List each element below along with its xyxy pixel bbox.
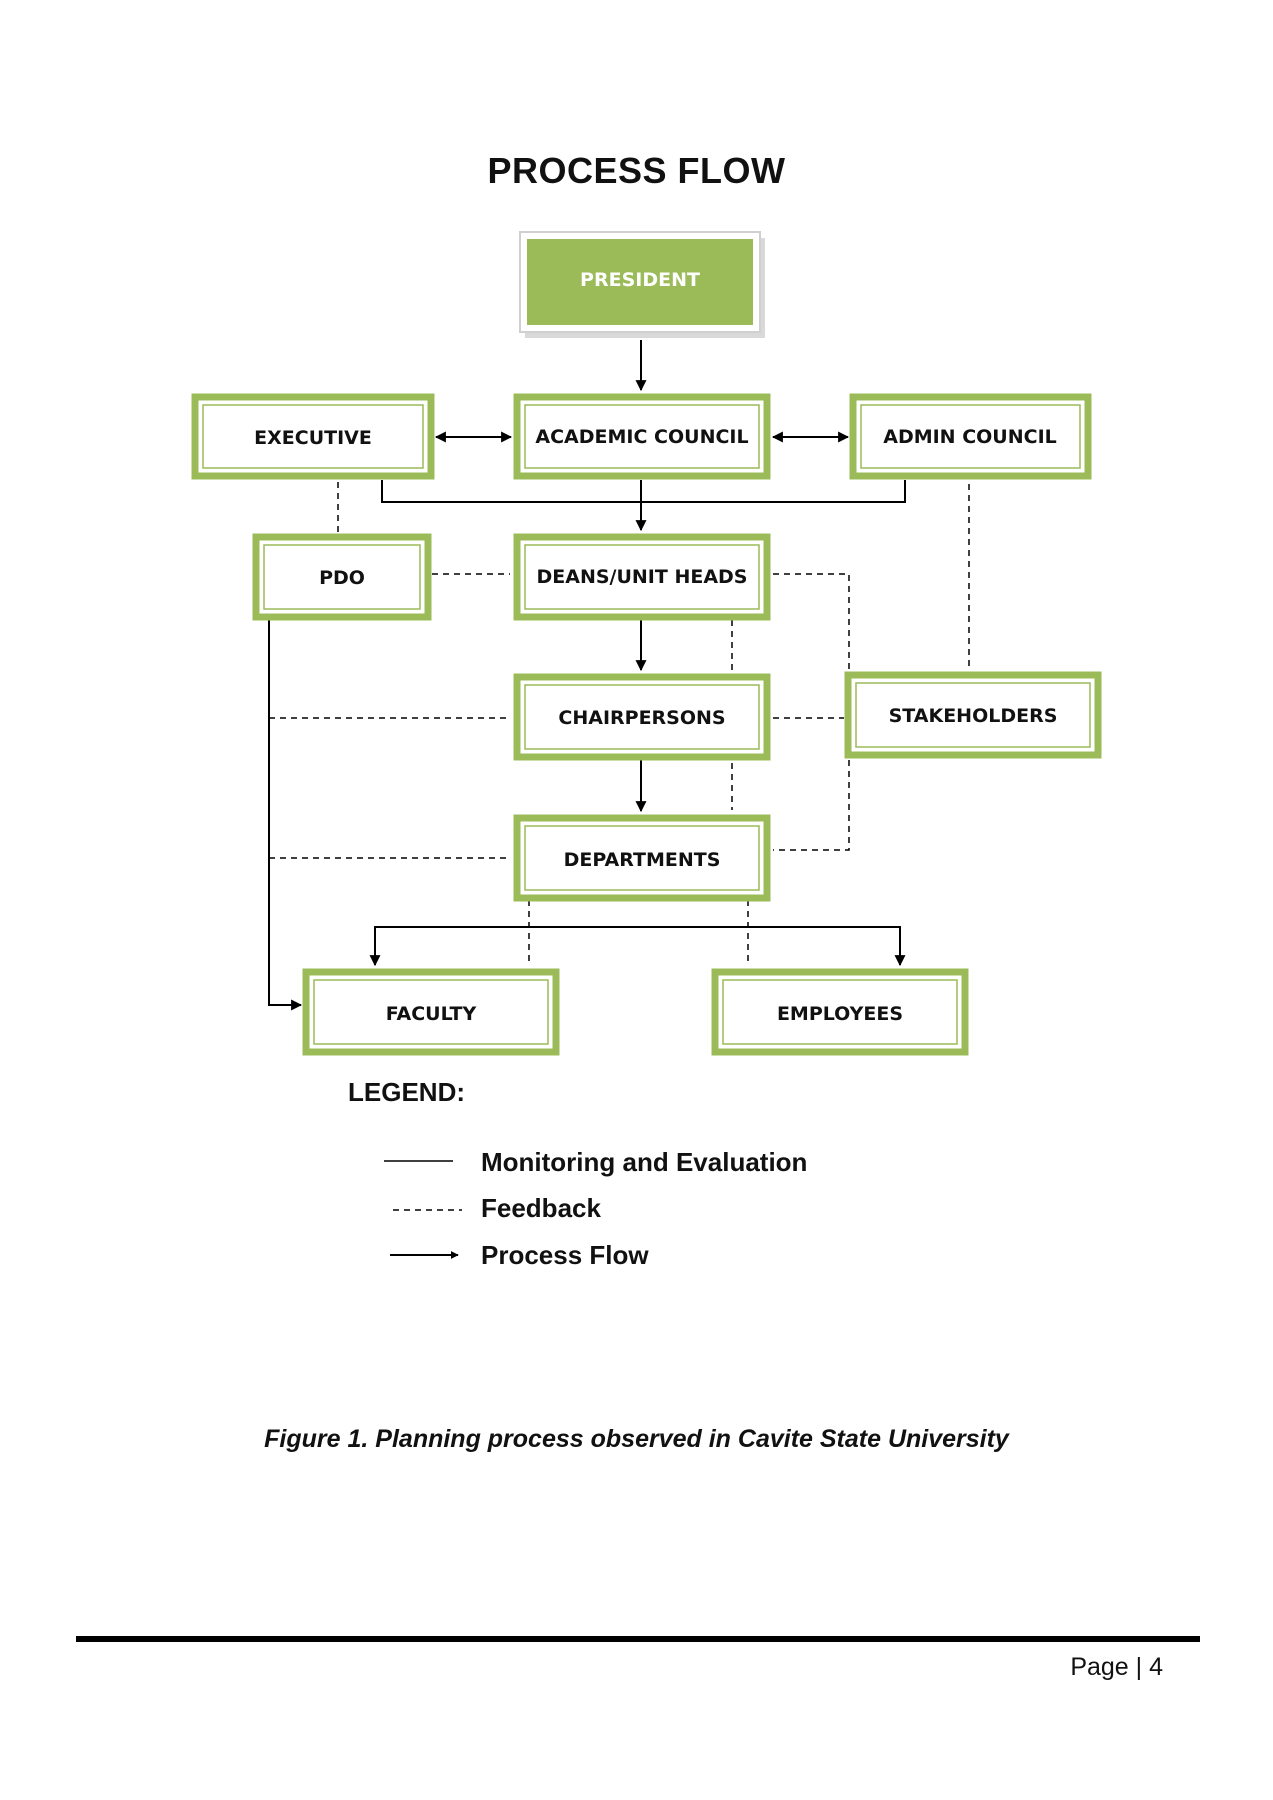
deans-box: DEANS/UNIT HEADS [513,533,771,621]
page-number: Page | 4 [1070,1653,1163,1681]
legend-process-flow-label: Process Flow [481,1240,649,1270]
figure-caption: Figure 1. Planning process observed in C… [264,1425,1009,1453]
stakeholders-departments-feedback [773,760,850,851]
admin-council-box: ADMIN COUNCIL [849,393,1092,480]
split-to-employees-arrow [641,926,906,967]
stakeholders-box: STAKEHOLDERS [844,671,1102,759]
employees-label: EMPLOYEES [777,1003,903,1025]
pdo-label: PDO [319,567,365,589]
chairpersons-label: CHAIRPERSONS [558,707,725,729]
legend-monitoring-label: Monitoring and Evaluation [481,1147,808,1177]
deans-stakeholders-feedback [773,573,850,672]
faculty-box: FACULTY [302,968,560,1056]
legend-feedback-label: Feedback [481,1193,601,1223]
footer-rule [76,1636,1200,1642]
pdo-box: PDO [252,533,432,621]
stakeholders-label: STAKEHOLDERS [889,705,1058,727]
process-flow-connectors [268,340,906,1011]
page-title: PROCESS FLOW [487,150,786,191]
executive-box: EXECUTIVE [191,393,435,480]
academic-council-box: ACADEMIC COUNCIL [513,393,771,480]
departments-label: DEPARTMENTS [564,849,721,871]
legend-samples [384,1160,462,1259]
president-box: PRESIDENT [519,231,765,338]
councils-merge-line [381,480,906,503]
pdo-to-faculty-arrow [268,618,303,1011]
faculty-label: FACULTY [386,1003,477,1025]
president-label: PRESIDENT [580,269,700,291]
deans-label: DEANS/UNIT HEADS [537,566,748,588]
executive-label: EXECUTIVE [254,427,372,449]
legend-title: LEGEND: [348,1077,465,1107]
admin-council-label: ADMIN COUNCIL [883,426,1057,448]
feedback-connectors [269,482,970,965]
academic-council-label: ACADEMIC COUNCIL [535,426,748,448]
split-to-faculty-arrow [369,926,641,967]
chairpersons-box: CHAIRPERSONS [513,673,771,761]
departments-box: DEPARTMENTS [513,814,771,902]
employees-box: EMPLOYEES [711,968,969,1056]
